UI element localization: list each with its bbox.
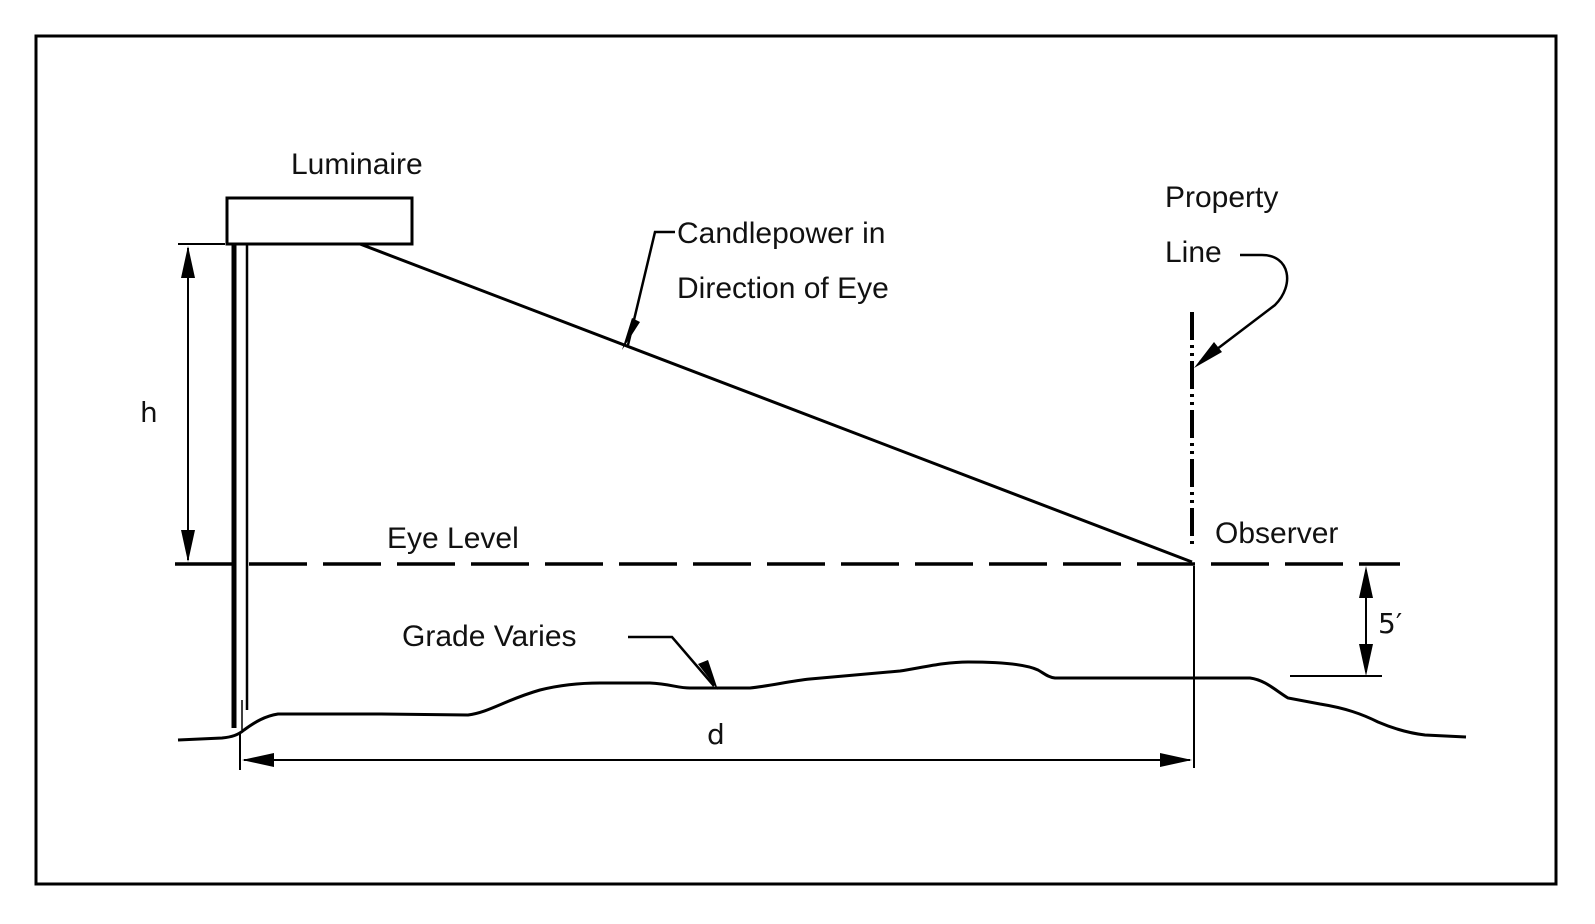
grade-varies-label: Grade Varies: [402, 620, 577, 653]
height-label: h: [140, 396, 158, 429]
property-label-line2: Line: [1165, 236, 1222, 269]
grade-line: [177, 660, 1467, 742]
luminaire-pole: [231, 244, 249, 730]
candlepower-label-line2: Direction of Eye: [677, 272, 889, 305]
luminaire-fixture: [225, 196, 414, 246]
eye-height-label: 5′: [1378, 607, 1402, 640]
luminaire-label: Luminaire: [291, 148, 423, 181]
distance-dimension: [239, 732, 1192, 770]
eye-level-label: Eye Level: [387, 522, 519, 555]
distance-label: d: [707, 718, 725, 751]
height-dimension: [178, 243, 225, 562]
candlepower-leader-arrow: [622, 230, 675, 350]
candlepower-label-line1: Candlepower in: [677, 217, 885, 250]
diagram-frame: [34, 34, 1558, 886]
property-line-leader-arrow: [1194, 253, 1289, 368]
property-label-line1: Property: [1165, 181, 1278, 214]
candlepower-sight-line: [359, 242, 1193, 564]
grade-varies-leader-arrow: [628, 635, 718, 690]
observer-label: Observer: [1215, 517, 1338, 550]
eye-height-dimension: [1290, 566, 1382, 677]
